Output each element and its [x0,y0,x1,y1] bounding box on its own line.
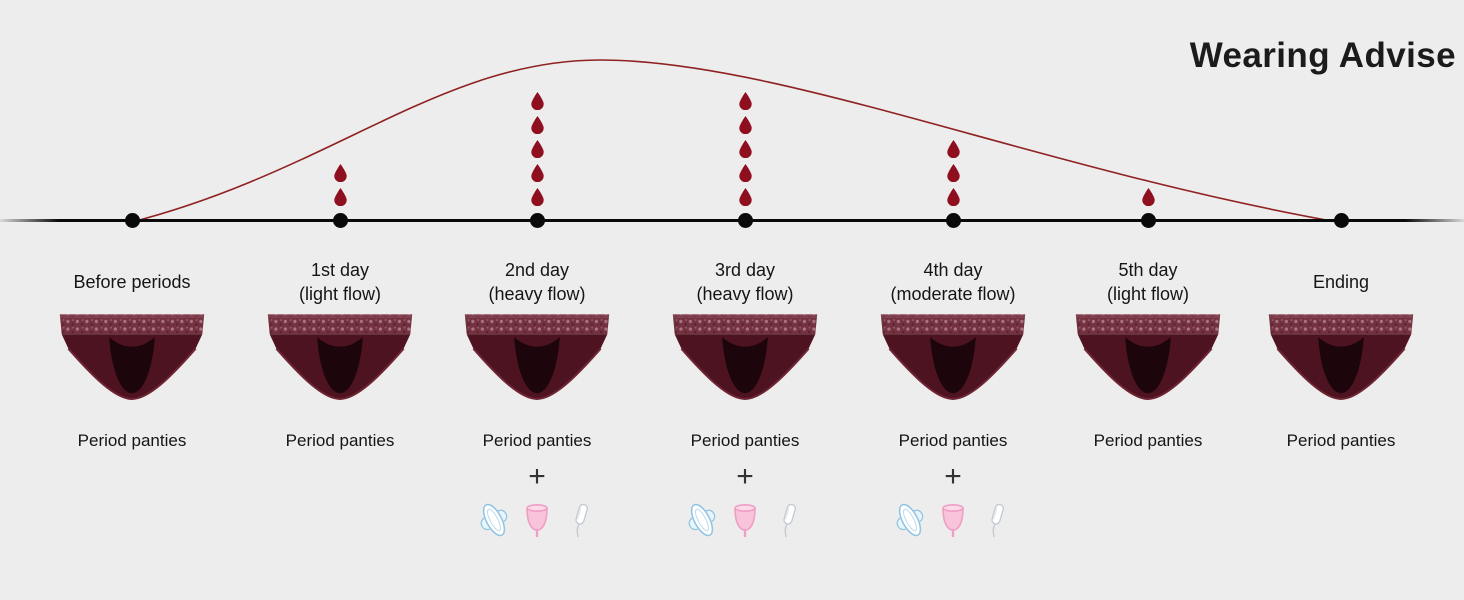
panty-icon [59,314,205,400]
timeline-column-4: 3rd day(heavy flow) Period [640,0,850,600]
timeline-column-7: Ending Period panties [1236,0,1446,600]
drops-stack [848,0,1058,206]
alternative-products-row [848,496,1058,544]
blood-drop-icon [946,164,960,182]
blood-drop-icon [530,188,544,206]
period-panties-graphic [877,310,1029,408]
panty-icon [267,314,413,400]
drops-stack [27,0,237,206]
timeline-dot [529,213,545,228]
plus-sign: + [944,460,962,493]
alternative-products-row [432,496,642,544]
blood-drop-icon [530,164,544,182]
tampon-icon [975,496,1017,544]
timeline-dot [1140,213,1156,228]
extras: + [848,462,1058,544]
timeline-axis [0,219,1464,222]
day-label: 5th day(light flow) [1106,259,1190,304]
period-panties-graphic [1265,310,1417,408]
blood-drop-icon [530,116,544,134]
period-panties-graphic [56,310,208,408]
drops-stack [1043,0,1253,206]
plus-sign: + [528,460,546,493]
day-label: 4th day(moderate flow) [890,259,1016,304]
timeline-dot [124,213,140,228]
menstrual-cup-icon [724,496,766,544]
extras: + [640,462,850,544]
timeline-dot [945,213,961,228]
product-label: Period panties [1093,431,1203,450]
product-label: Period panties [285,431,395,450]
blood-drop-icon [333,188,347,206]
period-panties-graphic [461,310,613,408]
alternative-products-row [640,496,850,544]
day-label: 2nd day(heavy flow) [488,259,586,304]
blood-drop-icon [738,164,752,182]
extras: + [432,462,642,544]
blood-drop-icon [946,188,960,206]
period-panties-graphic [669,310,821,408]
day-label: 1st day(light flow) [298,259,382,304]
blood-drop-icon [946,140,960,158]
day-label: Ending [1312,271,1370,292]
plus-sign: + [736,460,754,493]
product-label: Period panties [482,431,592,450]
panty-icon [880,314,1026,400]
page-title: Wearing Advise [1189,36,1456,75]
timeline-dot [1333,213,1349,228]
blood-drop-icon [738,116,752,134]
period-panties-graphic [1072,310,1224,408]
product-label: Period panties [77,431,187,450]
product-label: Period panties [898,431,1008,450]
tampon-icon [559,496,601,544]
blood-drop-icon [738,92,752,110]
blood-drop-icon [1141,188,1155,206]
blood-drop-icon [738,188,752,206]
timeline-column-6: 5th day(light flow) Period [1043,0,1253,600]
menstrual-cup-icon [932,496,974,544]
drops-stack [640,0,850,206]
day-label: 3rd day(heavy flow) [696,259,794,304]
sanitary-pad-icon [889,496,931,544]
blood-drop-icon [738,140,752,158]
drops-stack [1236,0,1446,206]
panty-icon [464,314,610,400]
timeline-column-5: 4th day(moderate flow) Per [848,0,1058,600]
timeline-column-2: 1st day(light flow) Period [235,0,445,600]
product-label: Period panties [690,431,800,450]
timeline-dot [332,213,348,228]
panty-icon [1075,314,1221,400]
tampon-icon [767,496,809,544]
blood-drop-icon [530,140,544,158]
product-label: Period panties [1286,431,1396,450]
blood-drop-icon [333,164,347,182]
timeline-column-3: 2nd day(heavy flow) Period [432,0,642,600]
menstrual-cup-icon [516,496,558,544]
period-panties-graphic [264,310,416,408]
drops-stack [235,0,445,206]
panty-icon [1268,314,1414,400]
panty-icon [672,314,818,400]
timeline-column-1: Before periods Period pant [27,0,237,600]
day-label: Before periods [73,271,191,292]
blood-drop-icon [530,92,544,110]
drops-stack [432,0,642,206]
sanitary-pad-icon [473,496,515,544]
sanitary-pad-icon [681,496,723,544]
timeline-dot [737,213,753,228]
